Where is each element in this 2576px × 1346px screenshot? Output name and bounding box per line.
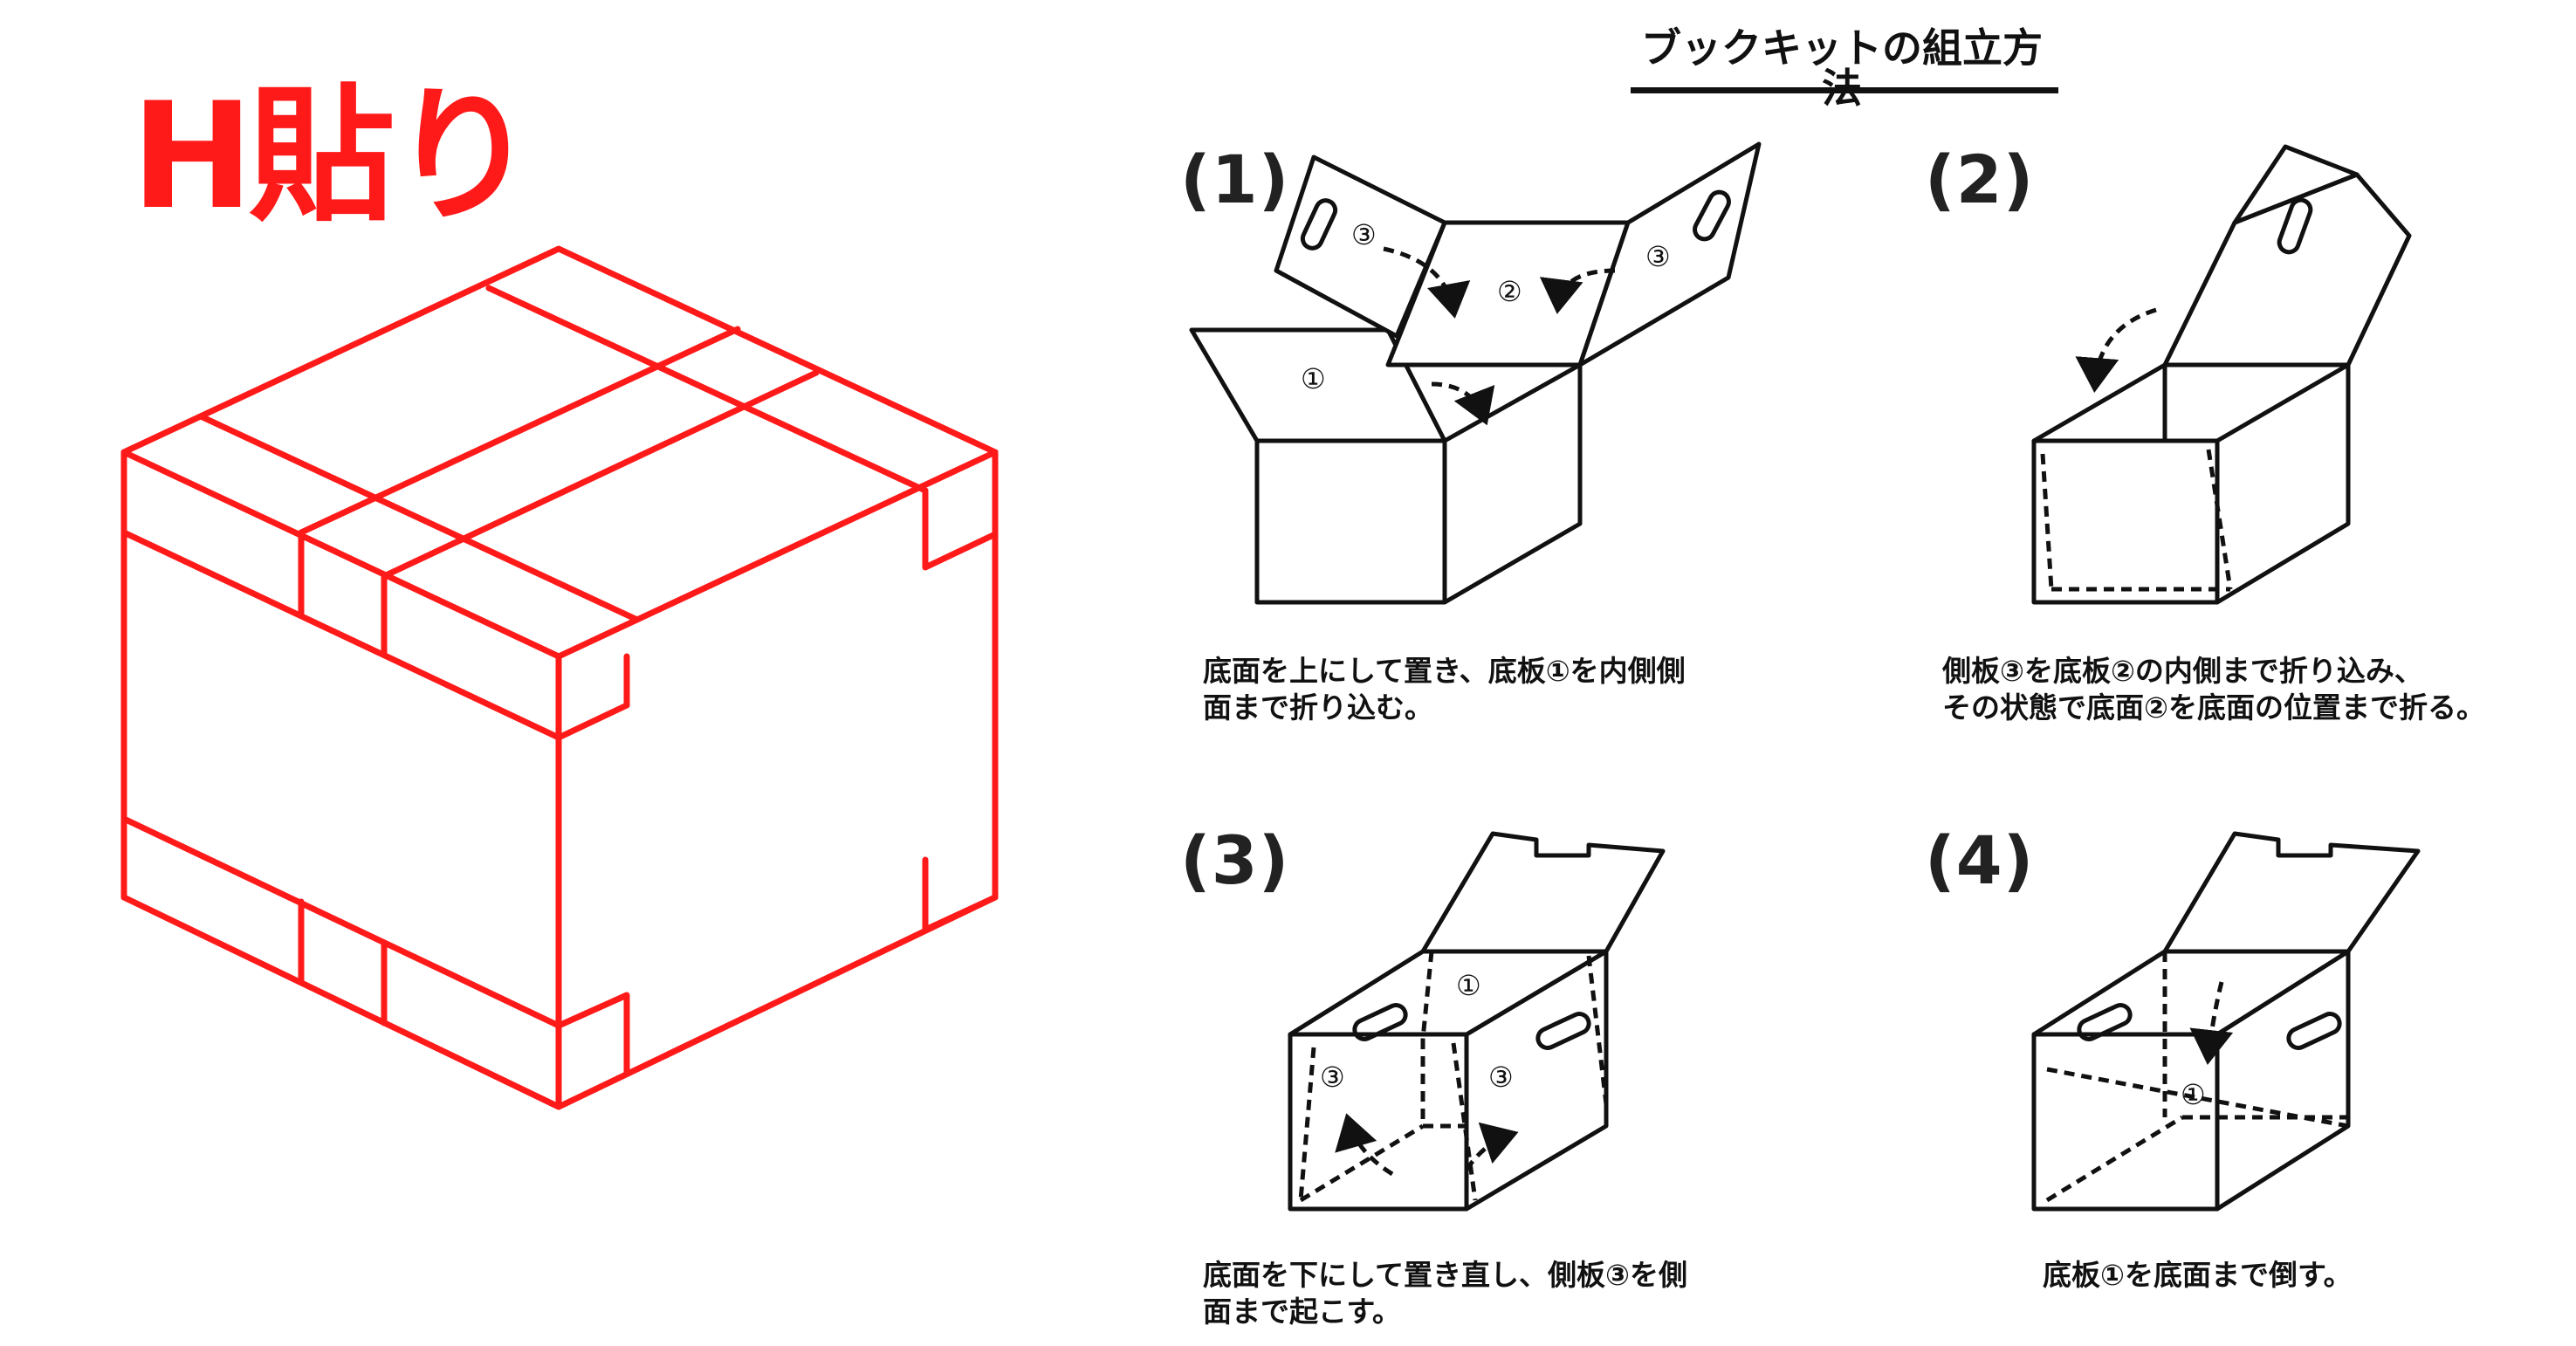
step3-front-face: [1288, 1032, 1469, 1212]
step3-dash-1: [1298, 1047, 1316, 1201]
step4-handle-left: [2077, 1003, 2133, 1041]
step3-label-3a: ③: [1320, 1061, 1345, 1094]
step-2-number: (2): [1925, 141, 2035, 218]
step1-side-face: [1442, 362, 1583, 605]
step1-front-face: [1254, 438, 1447, 605]
step3-handle-left: [1352, 1003, 1408, 1041]
step3-arrow-left: [1335, 1113, 1394, 1177]
step1-label-3b: ③: [1645, 240, 1671, 273]
step-4-diagram: [2031, 831, 2421, 1212]
step2-arrow: [2075, 307, 2157, 393]
step1-arrow-flap1: [1431, 381, 1495, 426]
tape-top-edge-line: [197, 413, 641, 623]
step3-dash-4: [1586, 955, 1609, 1105]
step2-handle: [2277, 197, 2313, 255]
step2-front-face: [2031, 438, 2220, 605]
tape-left-upper-band: [120, 529, 630, 741]
step3-label-1: ①: [1456, 969, 1481, 1002]
step1-handle-right: [1693, 189, 1731, 242]
step1-flap-3-right: [1577, 141, 1762, 367]
step3-arrow-right: [1464, 1122, 1519, 1171]
tape-right-bottom-corner: [922, 856, 999, 933]
step1-label-3a: ③: [1351, 218, 1377, 251]
tape-center-line: [485, 285, 929, 494]
step-1-caption-line-1: 底面を上にして置き、底板①を内側側: [1203, 654, 1686, 688]
step4-dash-2: [2045, 1115, 2184, 1203]
step-3-diagram: [1288, 831, 1666, 1212]
step2-upright-flap: [2162, 172, 2412, 367]
step3-lid: [1420, 831, 1666, 954]
step2-dash-right: [2206, 449, 2233, 590]
step2-dash-left: [2040, 453, 2054, 590]
step1-arrow-right: [1539, 268, 1616, 314]
step-2-caption: 側板③を底板②の内側まで折り込み、 その状態で底面②を底面の位置まで折る。: [1942, 653, 2485, 726]
step-4-caption-line-1: 底板①を底面まで倒す。: [2043, 1258, 2353, 1292]
step3-handle-right: [1535, 1012, 1591, 1050]
tape-cross-line-a: [298, 326, 741, 536]
step3-dash-3: [1420, 951, 1434, 1040]
step-3-caption-line-1: 底面を下にして置き直し、側板③を側: [1203, 1258, 1687, 1292]
step3-label-3b: ③: [1488, 1061, 1514, 1094]
step4-front-face: [2031, 1032, 2220, 1212]
step4-handle-right: [2286, 1012, 2342, 1050]
step2-flap-tip: [2232, 144, 2360, 225]
step-3-caption-line-2: 面まで起こす。: [1203, 1294, 1402, 1329]
step-1-number: (1): [1180, 141, 1290, 218]
step-3-caption: 底面を下にして置き直し、側板③を側 面まで起こす。: [1203, 1257, 1687, 1330]
step-4-number: (4): [1925, 821, 2035, 899]
step4-lid: [2162, 831, 2421, 954]
step1-label-1: ①: [1301, 362, 1326, 395]
step3-dash-7: [1451, 1042, 1478, 1201]
step4-label-1: ①: [2181, 1078, 2206, 1111]
step1-label-2: ②: [1497, 275, 1522, 308]
step4-arrow: [2189, 981, 2234, 1065]
step-2-caption-line-1: 側板③を底板②の内側まで折り込み、: [1942, 654, 2423, 688]
step-1-caption: 底面を上にして置き、底板①を内側側 面まで折り込む。: [1203, 653, 1686, 726]
step-2-diagram: [2031, 144, 2412, 605]
step2-side-face: [2215, 362, 2351, 605]
box-left-face: [120, 449, 562, 1110]
tape-right-top-corner: [922, 487, 999, 571]
step-1-diagram: [1189, 141, 1762, 605]
step-2-caption-line-2: その状態で底面②を底面の位置まで折る。: [1942, 690, 2485, 725]
step1-handle-left: [1300, 198, 1338, 251]
tape-left-lower-band: [120, 815, 562, 1029]
step2-top-left-edge: [2032, 362, 2167, 443]
step-3-number: (3): [1180, 821, 1290, 899]
step-4-caption: 底板①を底面まで倒す。: [2043, 1257, 2353, 1294]
title-underline: [1631, 87, 2058, 93]
step3-dash-5: [1299, 1123, 1425, 1203]
step1-arrow-left: [1383, 246, 1471, 319]
step-1-caption-line-2: 面まで折り込む。: [1203, 690, 1433, 725]
tape-left-lower-corner: [555, 992, 630, 1077]
h-tape-title: H貼り: [131, 71, 537, 242]
